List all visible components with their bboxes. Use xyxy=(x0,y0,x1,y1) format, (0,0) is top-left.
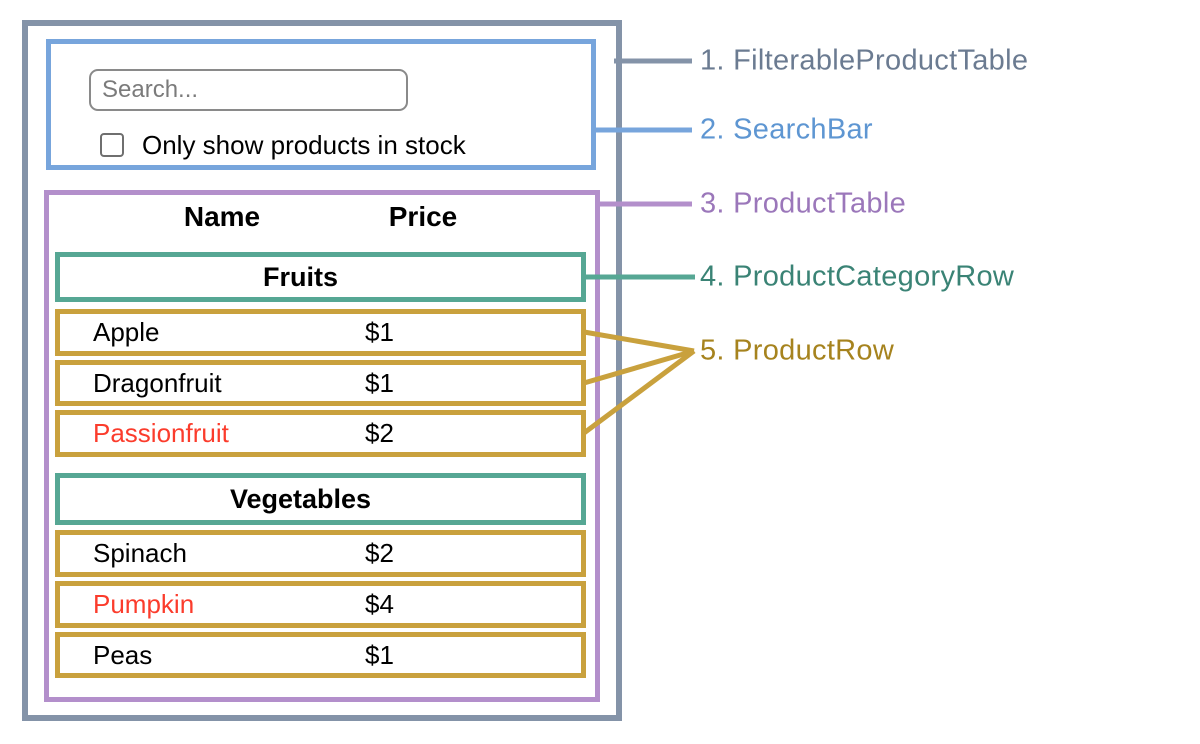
product-name: Spinach xyxy=(93,538,187,568)
product-name: Pumpkin xyxy=(93,589,195,619)
product-price: $2 xyxy=(365,538,394,568)
label-product-table: 3. ProductTable xyxy=(700,187,907,220)
product-table-box xyxy=(44,190,600,702)
label-filterable-product-table: 1. FilterableProductTable xyxy=(700,44,1029,77)
product-name: Peas xyxy=(93,639,153,670)
product-price: $2 xyxy=(365,418,394,448)
name-column-header: Name xyxy=(183,201,261,232)
product-row: Pumpkin $4 xyxy=(55,581,586,628)
search-bar-box xyxy=(46,39,596,170)
product-row: Dragonfruit $1 xyxy=(55,360,586,406)
in-stock-row: Only show products in stock xyxy=(100,129,466,160)
product-name: Passionfruit xyxy=(93,418,229,448)
product-price: $1 xyxy=(365,317,394,347)
product-row: Apple $1 xyxy=(55,309,586,356)
label-search-bar: 2. SearchBar xyxy=(700,113,873,146)
in-stock-checkbox[interactable] xyxy=(100,133,124,157)
product-row: Peas $1 xyxy=(55,632,586,678)
product-row: Passionfruit $2 xyxy=(55,410,586,457)
label-product-row: 5. ProductRow xyxy=(700,334,895,367)
category-row-vegetables: Vegetables xyxy=(55,473,586,525)
product-price: $4 xyxy=(365,589,394,619)
label-product-category-row: 4. ProductCategoryRow xyxy=(700,260,1015,293)
in-stock-label: Only show products in stock xyxy=(142,129,466,160)
product-name: Apple xyxy=(93,317,160,347)
price-column-header: Price xyxy=(388,201,458,232)
product-row: Spinach $2 xyxy=(55,530,586,577)
product-name: Dragonfruit xyxy=(93,367,222,398)
product-price: $1 xyxy=(365,367,394,398)
category-row-fruits: Fruits xyxy=(55,252,586,302)
product-price: $1 xyxy=(365,639,394,670)
search-input[interactable] xyxy=(89,69,408,111)
